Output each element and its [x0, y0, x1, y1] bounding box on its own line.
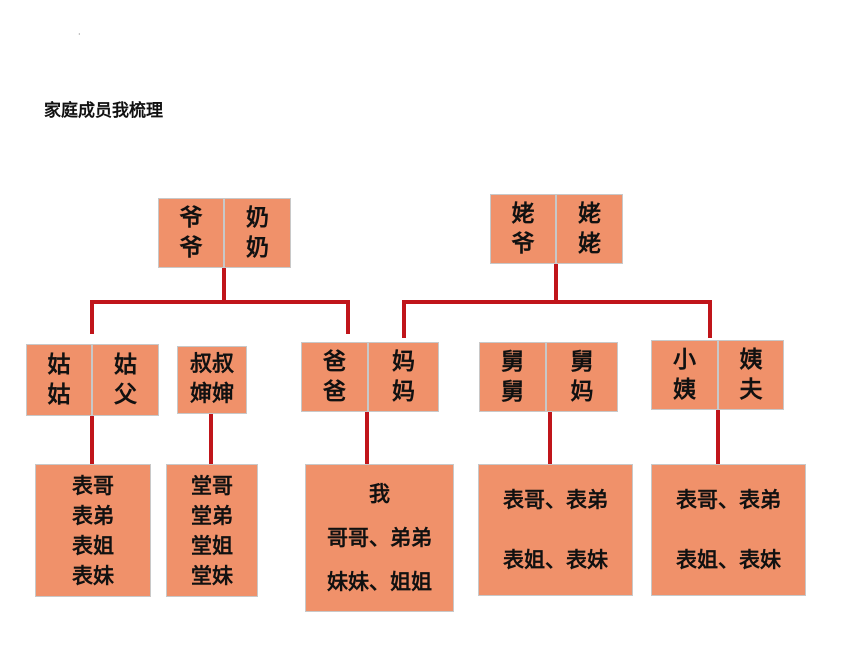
father-label: 爸爸	[323, 349, 346, 405]
maternal-uncle-cousins-female: 表姐、表妹	[503, 548, 608, 572]
aunt-children-box: 表哥 表弟 表姐 表妹	[35, 464, 151, 597]
maternal-aunt-husband-box: 姨夫	[718, 340, 784, 410]
maternal-uncle-wife-box: 舅妈	[546, 342, 618, 412]
paternal-grandfather-label: 爷爷	[179, 205, 203, 261]
father-box: 爸爸	[301, 342, 368, 412]
uncle-child-4: 堂妹	[191, 563, 233, 588]
maternal-aunt-box: 小姨	[651, 340, 718, 410]
connector-line	[222, 268, 226, 302]
maternal-grandmother-box: 姥姥	[556, 194, 623, 264]
maternal-uncle-box: 舅舅	[479, 342, 546, 412]
aunt-child-3: 表姐	[72, 533, 114, 558]
mother-label: 妈妈	[392, 349, 415, 405]
paternal-grandmother-box: 奶奶	[224, 198, 291, 268]
connector-line	[346, 300, 350, 334]
connector-line	[548, 412, 552, 464]
connector-line	[554, 264, 558, 302]
aunt-child-4: 表妹	[72, 563, 114, 588]
aunt-box: 姑姑	[26, 344, 92, 416]
connector-line	[716, 410, 720, 464]
aunt-child-2: 表弟	[72, 503, 114, 528]
aunt-child-1: 表哥	[72, 473, 114, 498]
connector-line	[402, 300, 406, 338]
mother-box: 妈妈	[368, 342, 439, 412]
uncle-label: 叔叔	[189, 352, 234, 377]
connector-line	[365, 412, 369, 466]
aunt-husband-label: 姑父	[114, 352, 137, 408]
maternal-grandmother-label: 姥姥	[578, 201, 601, 257]
brothers-label: 哥哥、弟弟	[327, 526, 432, 550]
page-dot: ·	[78, 30, 81, 39]
maternal-uncle-cousins-male: 表哥、表弟	[503, 488, 608, 512]
paternal-grandfather-box: 爷爷	[158, 198, 224, 268]
maternal-aunt-children-box: 表哥、表弟 表姐、表妹	[651, 464, 806, 596]
page-title: 家庭成员我梳理	[44, 101, 163, 121]
connector-line	[90, 300, 350, 304]
maternal-aunt-cousins-female: 表姐、表妹	[676, 548, 781, 572]
connector-line	[90, 416, 94, 466]
uncle-children-box: 堂哥 堂弟 堂姐 堂妹	[166, 464, 258, 597]
connector-line	[209, 414, 213, 466]
maternal-aunt-cousins-male: 表哥、表弟	[676, 488, 781, 512]
connector-line	[708, 300, 712, 338]
maternal-uncle-wife-label: 舅妈	[570, 349, 594, 405]
maternal-grandfather-box: 姥爷	[490, 194, 556, 264]
maternal-uncle-label: 舅舅	[501, 349, 524, 405]
own-family-box: 我 哥哥、弟弟 妹妹、姐姐	[305, 464, 454, 612]
self-label: 我	[369, 482, 390, 506]
sisters-label: 妹妹、姐姐	[327, 570, 432, 594]
aunt-husband-box: 姑父	[92, 344, 159, 416]
maternal-aunt-label: 小姨	[673, 347, 696, 403]
connector-line	[402, 300, 712, 304]
uncle-box: 叔叔 婶婶	[177, 346, 247, 414]
connector-line	[90, 300, 94, 334]
uncle-child-2: 堂弟	[191, 503, 233, 528]
paternal-grandmother-label: 奶奶	[246, 205, 269, 261]
maternal-grandfather-label: 姥爷	[511, 201, 535, 257]
maternal-aunt-husband-label: 姨夫	[739, 347, 763, 403]
uncle-wife-label: 婶婶	[189, 382, 234, 407]
uncle-child-3: 堂姐	[191, 533, 233, 558]
uncle-child-1: 堂哥	[191, 473, 233, 498]
aunt-label: 姑姑	[47, 352, 71, 408]
maternal-uncle-children-box: 表哥、表弟 表姐、表妹	[478, 464, 633, 596]
